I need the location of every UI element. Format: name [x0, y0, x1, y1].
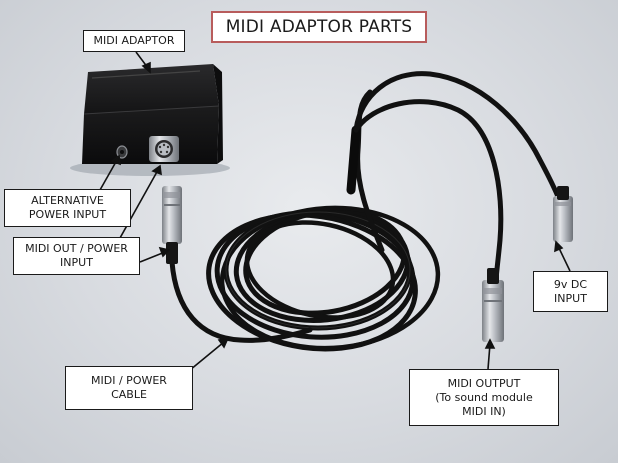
midi-adaptor-box — [82, 64, 223, 164]
coiled-cable — [206, 205, 441, 352]
cable-branch-dc — [353, 71, 566, 215]
cable-branch-midi — [353, 99, 504, 285]
label-9v-dc-input-text: 9v DC INPUT — [553, 277, 588, 305]
label-midi-output-text: MIDI OUTPUT (To sound module MIDI IN) — [435, 376, 533, 418]
label-9v-dc-input: 9v DC INPUT — [533, 271, 608, 312]
label-midi-power-cable: MIDI / POWER CABLE — [65, 366, 193, 410]
label-midi-adaptor-text: MIDI ADAPTOR — [93, 34, 175, 47]
label-alternative-power-input-text: ALTERNATIVE POWER INPUT — [28, 194, 107, 221]
dc-plug — [553, 186, 573, 242]
label-midi-out-power-input-text: MIDI OUT / POWER INPUT — [25, 242, 128, 269]
din-plug-left — [162, 186, 182, 264]
cable-left-lead — [169, 259, 313, 343]
splitter-sleeve — [346, 125, 361, 195]
page-title: MIDI ADAPTOR PARTS — [211, 11, 427, 43]
din-plug-output — [482, 268, 504, 342]
label-midi-power-cable-text: MIDI / POWER CABLE — [91, 374, 167, 401]
label-midi-adaptor: MIDI ADAPTOR — [83, 30, 185, 52]
label-alternative-power-input: ALTERNATIVE POWER INPUT — [4, 189, 131, 227]
label-midi-out-power-input: MIDI OUT / POWER INPUT — [13, 237, 140, 275]
label-midi-output: MIDI OUTPUT (To sound module MIDI IN) — [409, 369, 559, 426]
